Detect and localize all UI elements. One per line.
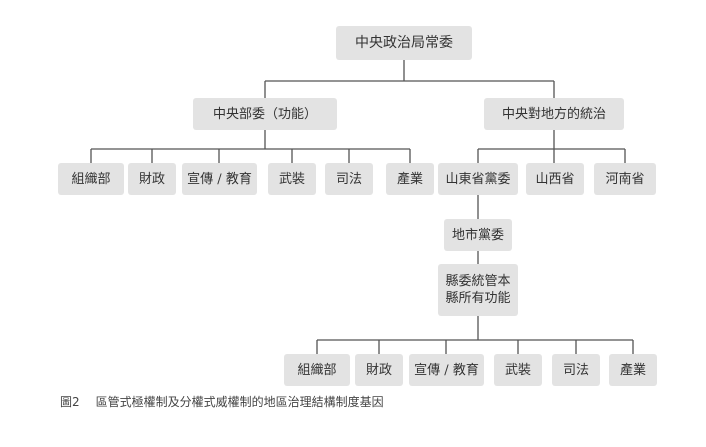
- figure-caption-text: 區管式極權制及分權式威權制的地區治理結構制度基因: [95, 395, 384, 409]
- node-lower-industry: 產業: [609, 354, 657, 386]
- node-lower-armed-forces: 武裝: [494, 354, 542, 386]
- node-shandong-party-committee: 山東省黨委: [438, 163, 518, 195]
- county-committee-line2: 縣所有功能: [445, 291, 511, 306]
- node-lower-judiciary: 司法: [552, 354, 600, 386]
- node-lower-propaganda-education: 宣傳 / 教育: [409, 354, 484, 386]
- node-county-committee: 縣委統管本 縣所有功能: [438, 264, 518, 316]
- node-central-ministries: 中央部委（功能）: [193, 98, 337, 130]
- node-upper-armed-forces: 武裝: [268, 163, 316, 195]
- node-upper-organization-dept: 組織部: [58, 163, 124, 195]
- node-upper-propaganda-education: 宣傳 / 教育: [182, 163, 257, 195]
- node-lower-organization-dept: 組織部: [284, 354, 350, 386]
- node-politburo-standing-committee: 中央政治局常委: [336, 26, 472, 60]
- node-upper-judiciary: 司法: [325, 163, 373, 195]
- node-lower-finance: 財政: [355, 354, 403, 386]
- node-shanxi-province: 山西省: [526, 163, 584, 195]
- figure-caption: 圖2 區管式極權制及分權式威權制的地區治理結構制度基因: [60, 393, 384, 410]
- county-committee-line1: 縣委統管本: [445, 274, 511, 289]
- node-upper-finance: 財政: [128, 163, 176, 195]
- node-henan-province: 河南省: [594, 163, 656, 195]
- node-prefecture-party-committee: 地市黨委: [444, 219, 512, 251]
- node-central-to-local-rule: 中央對地方的統治: [484, 98, 624, 130]
- node-upper-industry: 產業: [386, 163, 434, 195]
- figure-number: 圖2: [60, 395, 80, 409]
